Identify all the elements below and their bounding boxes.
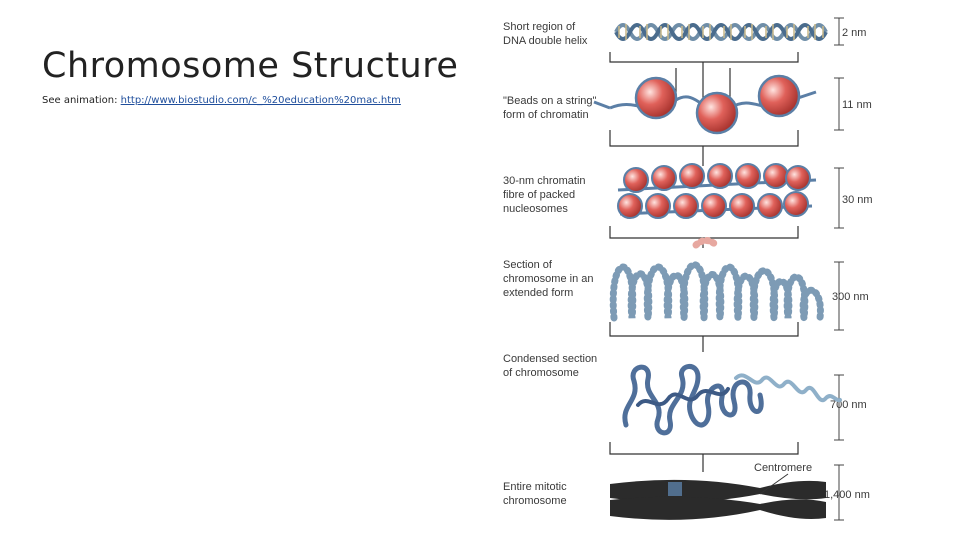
dna-double-helix [614,23,828,41]
mitotic-chromosome [610,479,826,520]
animation-reference: See animation: http://www.biostudio.com/… [42,95,401,106]
chromatin-30nm-fibre [617,163,817,219]
dimension-markers [834,17,844,521]
level-connectors [609,52,799,472]
centromere-label: Centromere [754,462,812,474]
size-1400nm: 1,400 nm [824,489,870,501]
beads-on-a-string [593,74,817,135]
see-animation-label: See animation: [42,95,121,106]
size-300nm: 300 nm [832,291,869,303]
animation-link[interactable]: http://www.biostudio.com/c_%20education%… [120,95,401,106]
slide-title: Chromosome Structure [42,46,459,86]
condensed-chromosome-section [622,364,842,436]
level-label-beads: "Beads on a string"form of chromatin [503,95,597,121]
size-30nm: 30 nm [842,194,873,206]
size-11nm: 11 nm [842,99,872,111]
centromere-pointer [759,473,789,495]
size-2nm: 2 nm [842,27,866,39]
extended-chromosome-section [609,237,824,322]
